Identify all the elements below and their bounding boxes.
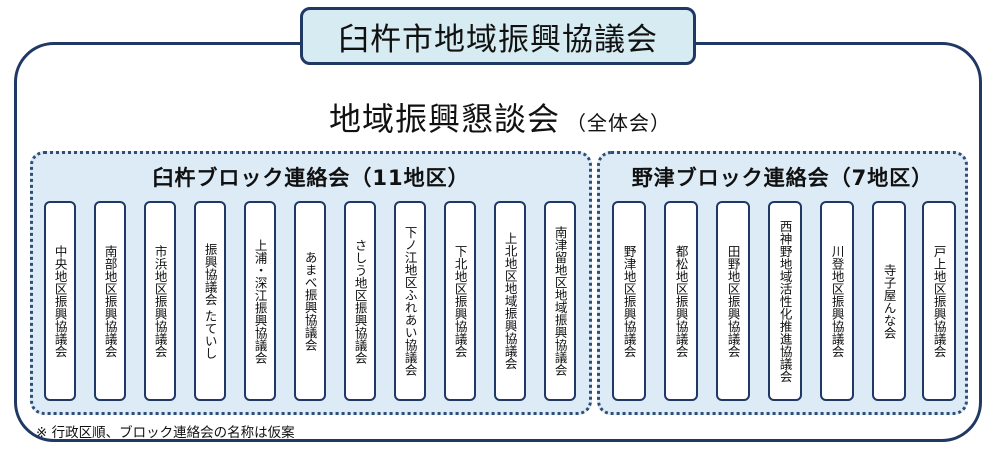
council-card: 振興協議会 たていし [194, 201, 226, 401]
council-card: 南津留地区地域振興協議会 [544, 201, 576, 401]
council-card: 田野地区振興協議会 [716, 201, 750, 401]
footnote: ※ 行政区順、ブロック連絡会の名称は仮案 [36, 425, 295, 441]
council-card: 下北地区振興協議会 [444, 201, 476, 401]
council-card: 西神野地域活性化推進協議会 [768, 201, 802, 401]
council-card: 寺子屋んな会 [872, 201, 906, 401]
council-card: 上浦・深江振興協議会 [244, 201, 276, 401]
notsu-block-title: 野津ブロック連絡会（7地区） [631, 166, 934, 190]
organization-title: 臼杵市地域振興協議会 [300, 7, 696, 65]
organization-title-text: 臼杵市地域振興協議会 [338, 21, 658, 58]
council-name: 都松地区振興協議会 [673, 244, 689, 358]
council-name: 戸上地区振興協議会 [931, 244, 947, 358]
council-card: 川登地区振興協議会 [820, 201, 854, 401]
plenary-label: 地域振興懇談会 [328, 100, 560, 138]
council-card: 下ノ江地区ふれあい協議会 [394, 201, 426, 401]
council-card: さしう地区振興協議会 [344, 201, 376, 401]
council-name: あまべ振興協議会 [302, 251, 318, 351]
council-card: 野津地区振興協議会 [612, 201, 646, 401]
council-name: 振興協議会 たていし [202, 242, 218, 360]
council-card: 市浜地区振興協議会 [144, 201, 176, 401]
council-card: 戸上地区振興協議会 [922, 201, 956, 401]
council-name: 下北地区振興協議会 [452, 244, 468, 358]
council-name: 南部地区振興協議会 [102, 244, 118, 358]
council-card: 南部地区振興協議会 [94, 201, 126, 401]
usuki-block-title: 臼杵ブロック連絡会（11地区） [152, 166, 470, 190]
council-name: 上北地区地域振興協議会 [502, 232, 518, 370]
council-name: 寺子屋んな会 [881, 263, 897, 339]
council-name: 上浦・深江振興協議会 [252, 238, 268, 364]
council-name: 中央地区振興協議会 [52, 244, 68, 358]
council-name: 田野地区振興協議会 [725, 244, 741, 358]
council-name: 下ノ江地区ふれあい協議会 [402, 226, 418, 376]
council-card: 上北地区地域振興協議会 [494, 201, 526, 401]
council-card: あまべ振興協議会 [294, 201, 326, 401]
plenary-sub: （全体会） [566, 111, 671, 135]
council-name: 野津地区振興協議会 [621, 244, 637, 358]
council-name: 川登地区振興協議会 [829, 244, 845, 358]
council-name: 市浜地区振興協議会 [152, 244, 168, 358]
council-name: 南津留地区地域振興協議会 [552, 226, 568, 376]
council-name: さしう地区振興協議会 [352, 238, 368, 364]
plenary-meeting: 地域振興懇談会（全体会） [0, 94, 1000, 140]
council-name: 西神野地域活性化推進協議会 [777, 219, 793, 383]
council-card: 都松地区振興協議会 [664, 201, 698, 401]
council-card: 中央地区振興協議会 [44, 201, 76, 401]
